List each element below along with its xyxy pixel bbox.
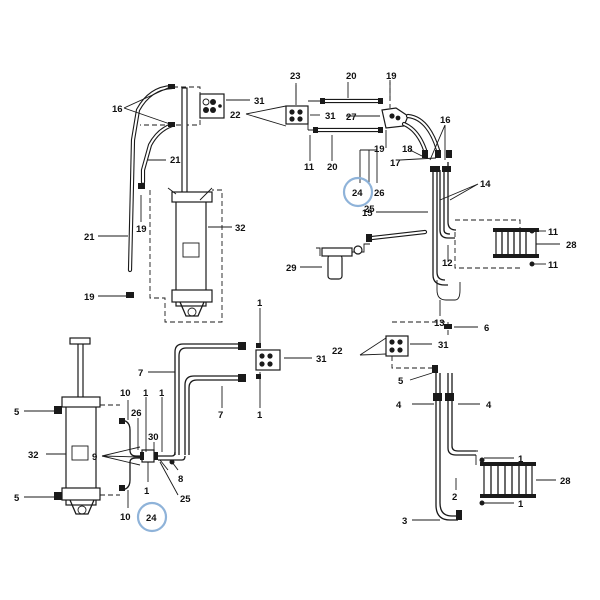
callout: 1 [143,388,149,399]
callout: 16 [440,115,451,126]
filter-29 [327,254,343,280]
callout: 20 [346,71,357,82]
cylinder-32 [175,193,207,307]
callout: 11 [548,227,559,238]
callout: 8 [178,474,183,485]
callout: 22 [332,346,343,357]
callout: 31 [254,96,265,107]
callout: 22 [230,110,241,121]
callout: 28 [560,476,571,487]
callout: 5 [14,407,20,418]
callout: 31 [438,340,449,351]
bottom-left-assembly [54,337,186,515]
callout: 32 [28,450,39,461]
valve-27 [381,107,409,129]
callout: 6 [484,323,489,334]
callout: 7 [138,368,143,379]
callout: 12 [442,258,453,269]
callout: 14 [480,179,491,190]
callout: 25 [180,494,191,505]
callout: 10 [120,388,131,399]
dashed-outline [149,189,223,323]
callout: 31 [316,354,327,365]
fitting-19 [126,292,134,298]
callout: 1 [518,454,524,465]
dashed-outline [140,86,201,126]
callout: 24 [352,188,363,199]
callout: 21 [84,232,95,243]
callout: 26 [374,188,385,199]
callout: 7 [218,410,223,421]
callout: 26 [131,408,142,419]
callout: 19 [386,71,397,82]
callout: 32 [235,223,246,234]
callout: 11 [548,260,559,271]
callout: 24 [146,513,157,524]
middle-left-assembly [174,320,281,455]
valve-block [255,349,281,371]
callout: 27 [346,112,357,123]
callout: 11 [304,162,315,173]
callout: 4 [486,400,492,411]
callout: 25 [364,204,375,215]
callout: 1 [257,410,263,421]
callout: 17 [390,158,401,169]
manifold-28 [483,464,533,496]
callout: 19 [84,292,95,303]
callout: 1 [159,388,165,399]
leader-lines [24,82,560,521]
bottom-right-assembly [385,321,536,521]
callout: 19 [374,144,385,155]
callout: 2 [452,492,457,503]
callout: 15 [362,208,373,219]
cylinder-rod [181,87,188,197]
top-left-assembly [126,84,225,323]
manifold-28 [495,230,537,256]
callout: 1 [257,298,263,309]
fitting-19 [138,183,145,189]
callout: 10 [120,512,131,523]
callout: 30 [148,432,159,443]
callout: 5 [14,493,20,504]
callout: 1 [144,486,150,497]
callout: 18 [402,144,413,155]
callout: 28 [566,240,577,251]
callout: 9 [92,452,97,463]
valve-block [285,105,309,125]
callout: 16 [112,104,123,115]
callout: 4 [396,400,402,411]
callout: 23 [290,71,301,82]
highlight-24-top [342,176,374,208]
top-middle-assembly [285,80,539,301]
callout: 13 [434,318,445,329]
valve-block [385,335,409,357]
callout: 21 [170,155,181,166]
callouts: 16 31 21 19 21 32 19 23 20 19 22 31 27 1… [14,71,577,527]
callout: 31 [325,111,336,122]
cylinder-rod [77,339,84,403]
callout: 20 [327,162,338,173]
callout: 3 [402,516,407,527]
callout: 1 [518,499,524,510]
highlight-24-bottom [136,501,168,533]
callout: 29 [286,263,297,274]
callout: 19 [136,224,147,235]
callout: 5 [398,376,404,387]
